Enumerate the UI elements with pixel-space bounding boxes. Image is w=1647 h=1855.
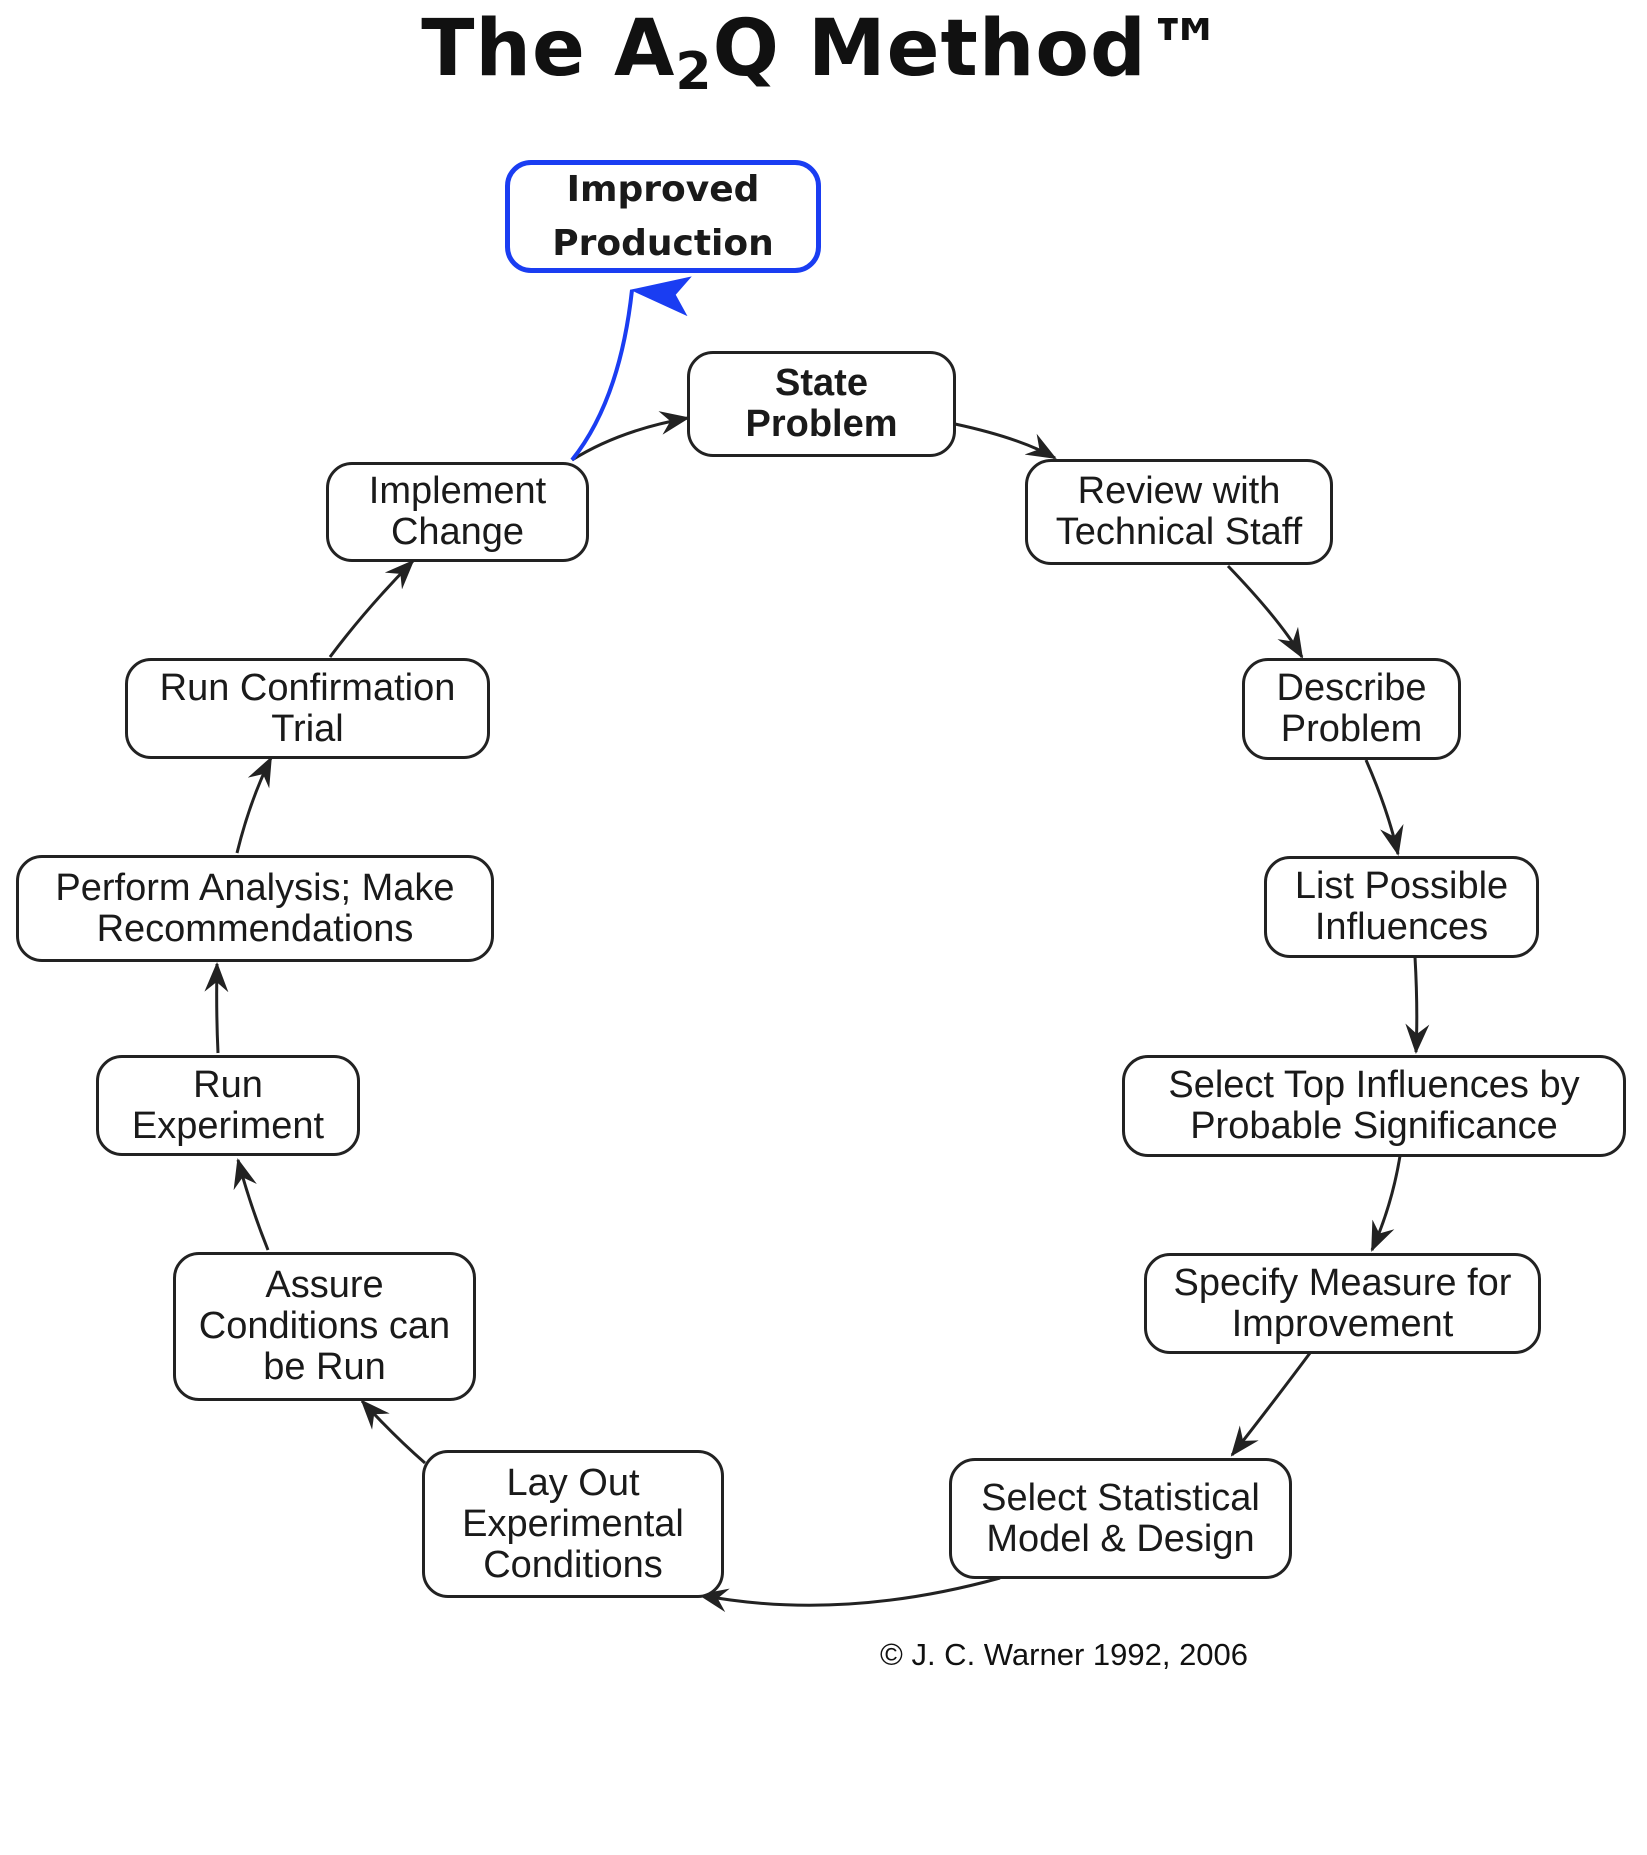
node-select-top-influences: Select Top Influences by Probable Signif… bbox=[1122, 1055, 1626, 1157]
title-prefix: The A bbox=[421, 4, 676, 94]
node-improved-production: Improved Production bbox=[505, 160, 821, 273]
arrow-implement-to-state bbox=[571, 411, 690, 462]
node-lay-out-conditions: Lay Out Experimental Conditions bbox=[422, 1450, 724, 1598]
node-assure-conditions: Assure Conditions can be Run bbox=[173, 1252, 476, 1401]
node-specify-measure: Specify Measure for Improvement bbox=[1144, 1253, 1541, 1354]
node-run-confirmation-trial: Run Confirmation Trial bbox=[125, 658, 490, 759]
node-select-model-design: Select Statistical Model & Design bbox=[949, 1458, 1292, 1579]
arrow-run-to-analysis bbox=[204, 962, 229, 1054]
arrow-model-to-layout bbox=[698, 1576, 1001, 1613]
arrow-state-to-review bbox=[954, 422, 1057, 460]
node-implement-change: Implement Change bbox=[326, 462, 589, 562]
arrow-select-top-to-specify bbox=[1370, 1155, 1402, 1252]
arrow-list-to-select-top bbox=[1405, 956, 1430, 1054]
arrow-review-to-describe bbox=[1226, 564, 1304, 659]
arrow-describe-to-list bbox=[1364, 759, 1404, 856]
node-state-problem: State Problem bbox=[687, 351, 956, 457]
node-run-experiment: Run Experiment bbox=[96, 1055, 360, 1156]
arrow-layout-to-assure bbox=[360, 1399, 426, 1465]
diagram-title: The A2Q Method™ bbox=[0, 4, 1647, 98]
copyright-notice: © J. C. Warner 1992, 2006 bbox=[880, 1637, 1249, 1672]
arrow-confirmation-to-implement bbox=[328, 559, 415, 658]
arrow-specify-to-model bbox=[1230, 1352, 1312, 1457]
node-review-technical-staff: Review with Technical Staff bbox=[1025, 459, 1333, 565]
arrow-implement-to-improved bbox=[570, 276, 692, 462]
arrow-assure-to-run bbox=[233, 1158, 270, 1251]
node-perform-analysis: Perform Analysis; Make Recommendations bbox=[16, 855, 494, 962]
node-list-possible-influences: List Possible Influences bbox=[1264, 856, 1539, 958]
arrow-analysis-to-confirmation bbox=[235, 756, 273, 854]
title-subscript: 2 bbox=[675, 42, 713, 102]
node-describe-problem: Describe Problem bbox=[1242, 658, 1461, 760]
title-suffix: Q Method™ bbox=[712, 4, 1226, 94]
